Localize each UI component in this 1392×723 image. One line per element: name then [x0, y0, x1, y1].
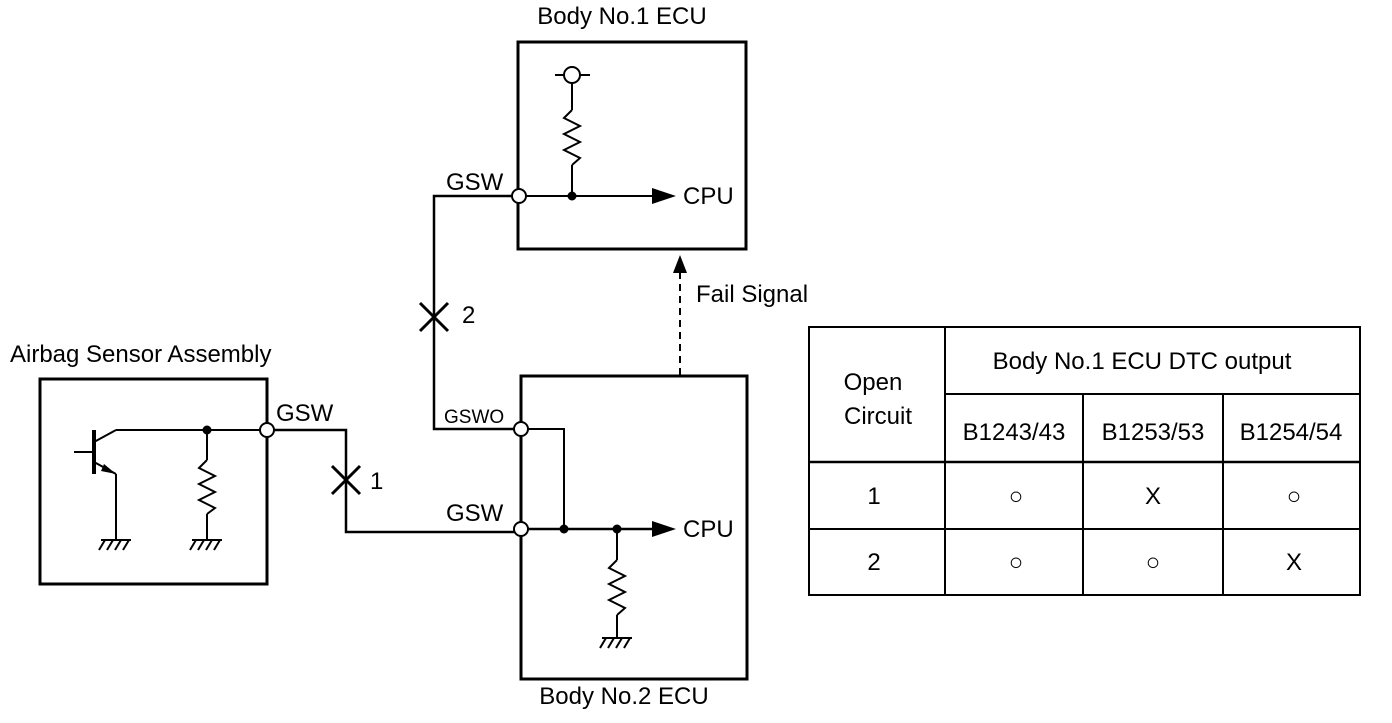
- airbag-sensor-box: [38, 377, 269, 586]
- body-no2-gswo-label: GSWO: [444, 407, 504, 428]
- body-no1-gsw-label: GSW: [446, 169, 504, 196]
- table-cell: ○: [1287, 483, 1302, 510]
- table-cell: ○: [1009, 549, 1024, 576]
- junction-dot: [567, 191, 577, 201]
- dtc-table: Open Circuit Body No.1 ECU DTC output B1…: [808, 326, 1361, 596]
- body-no2-ecu-title: Body No.2 ECU: [539, 683, 708, 710]
- gsw-terminal: [259, 422, 275, 438]
- dtc-code-header: B1253/53: [1102, 419, 1205, 446]
- body-no2-cpu-label: CPU: [683, 516, 734, 543]
- cpu-arrow-icon-2: [652, 521, 676, 537]
- cpu-arrow-icon: [652, 188, 676, 204]
- break-1-label: 1: [370, 468, 383, 495]
- body-no2-gsw-label: GSW: [446, 500, 504, 527]
- break-2-label: 2: [462, 302, 475, 329]
- table-cell: X: [1145, 483, 1161, 510]
- ground-icon: [599, 637, 632, 649]
- wire-gsw-gswo: [432, 194, 514, 431]
- gsw-terminal: [513, 521, 529, 537]
- table-header-group: Body No.1 ECU DTC output: [993, 348, 1292, 375]
- power-source-icon: [555, 66, 590, 84]
- gswo-terminal: [513, 421, 529, 437]
- ground-icon: [189, 539, 222, 551]
- fail-signal: Fail Signal: [673, 255, 808, 375]
- table-cell: X: [1286, 549, 1302, 576]
- body-no2-ecu: Body No.2 ECU GSWO GSW CPU: [444, 374, 749, 710]
- body-no1-ecu-title: Body No.1 ECU: [537, 3, 706, 30]
- pulldown-resistor-icon: [606, 559, 628, 616]
- table-cell: ○: [1009, 483, 1024, 510]
- dtc-code-header: B1254/54: [1240, 419, 1343, 446]
- ground-icon: [98, 539, 131, 551]
- table-header-circuit: Circuit: [844, 403, 912, 430]
- break-1-icon: [330, 464, 362, 496]
- airbag-sensor-assembly: Airbag Sensor Assembly: [10, 341, 334, 586]
- airbag-gsw-label: GSW: [276, 400, 334, 427]
- junction-dot: [559, 524, 569, 534]
- body-no1-ecu-box: [516, 40, 748, 251]
- transistor-icon: [74, 429, 117, 475]
- sensor-resistor-icon: [196, 459, 218, 515]
- break-2-icon: [418, 301, 450, 333]
- row-circuit-label: 1: [867, 483, 880, 510]
- external-wiring: 2 1: [274, 194, 514, 534]
- dtc-code-header: B1243/43: [963, 419, 1066, 446]
- row-circuit-label: 2: [867, 549, 880, 576]
- airbag-sensor-title: Airbag Sensor Assembly: [10, 341, 271, 368]
- pullup-resistor-icon: [561, 109, 583, 166]
- fail-signal-arrow-icon: [673, 255, 687, 273]
- body-no1-ecu: Body No.1 ECU GSW CPU: [446, 3, 748, 251]
- body-no1-cpu-label: CPU: [683, 183, 734, 210]
- table-cell: ○: [1146, 549, 1161, 576]
- gsw-terminal: [511, 188, 527, 204]
- table-header-open: Open: [844, 369, 903, 396]
- fail-signal-label: Fail Signal: [696, 281, 808, 308]
